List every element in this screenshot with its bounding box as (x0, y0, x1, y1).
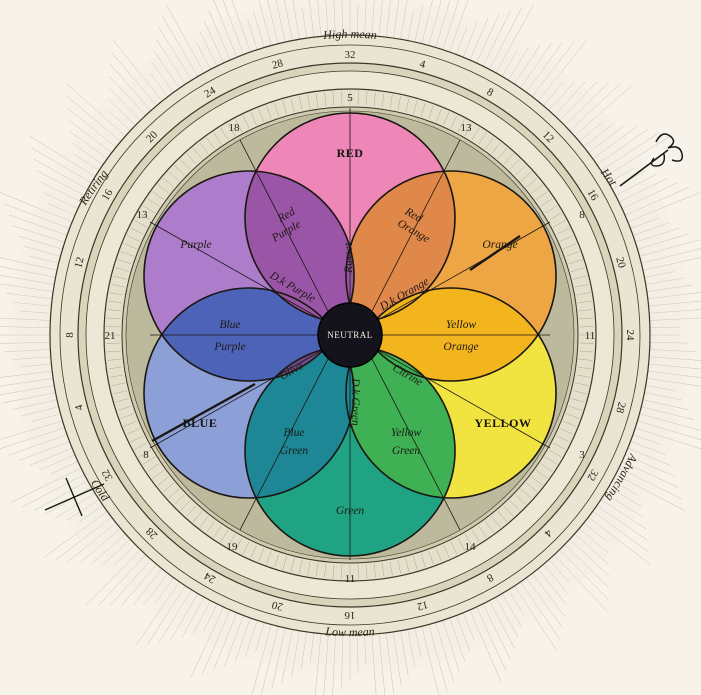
ring-label-bottom: Low mean (324, 624, 375, 639)
inner-number-top: 5 (347, 92, 353, 104)
outer-ring-number: 24 (624, 330, 636, 342)
label-russet: Russet (343, 242, 355, 274)
label-yellow-orange-1: Yellow (446, 319, 477, 331)
label-yellow-green-2: Green (392, 445, 421, 457)
inner-number-upper-left: 13 (137, 209, 149, 221)
label-orange: Orange (482, 239, 517, 251)
inner-number-left: 21 (105, 330, 116, 342)
label-blue: BLUE (183, 416, 218, 430)
label-blue-purple-2: Purple (213, 341, 245, 353)
inner-number-right: 11 (585, 330, 596, 342)
inner-number-bottom-right: 14 (465, 541, 477, 553)
inner-number-bottom-left: 19 (227, 541, 239, 553)
ring-label-top: High mean (322, 27, 378, 42)
label-red: RED (337, 146, 364, 160)
inner-number-bottom: 11 (345, 573, 356, 585)
outer-ring-number: 32 (345, 49, 356, 61)
inner-number-top-right: 13 (461, 122, 473, 134)
inner-number-top-left: 18 (229, 122, 241, 134)
label-blue-green-2: Green (280, 445, 309, 457)
neutral-label: NEUTRAL (327, 330, 373, 340)
outer-ring-number: 8 (64, 332, 76, 338)
label-yellow: YELLOW (474, 416, 531, 430)
label-yellow-orange-2: Orange (443, 341, 478, 353)
inner-number-lower-left: 8 (143, 449, 149, 461)
label-blue-green-1: Blue (283, 427, 304, 439)
inner-number-lower-right: 3 (579, 449, 585, 461)
label-green: Green (336, 505, 365, 517)
inner-number-upper-right: 8 (579, 209, 585, 221)
label-yellow-green-1: Yellow (391, 427, 422, 439)
label-purple: Purple (179, 239, 211, 251)
label-blue-purple-1: Blue (219, 319, 240, 331)
label-dk-green: D.k Green (349, 377, 361, 426)
outer-ring-number: 16 (344, 609, 356, 621)
